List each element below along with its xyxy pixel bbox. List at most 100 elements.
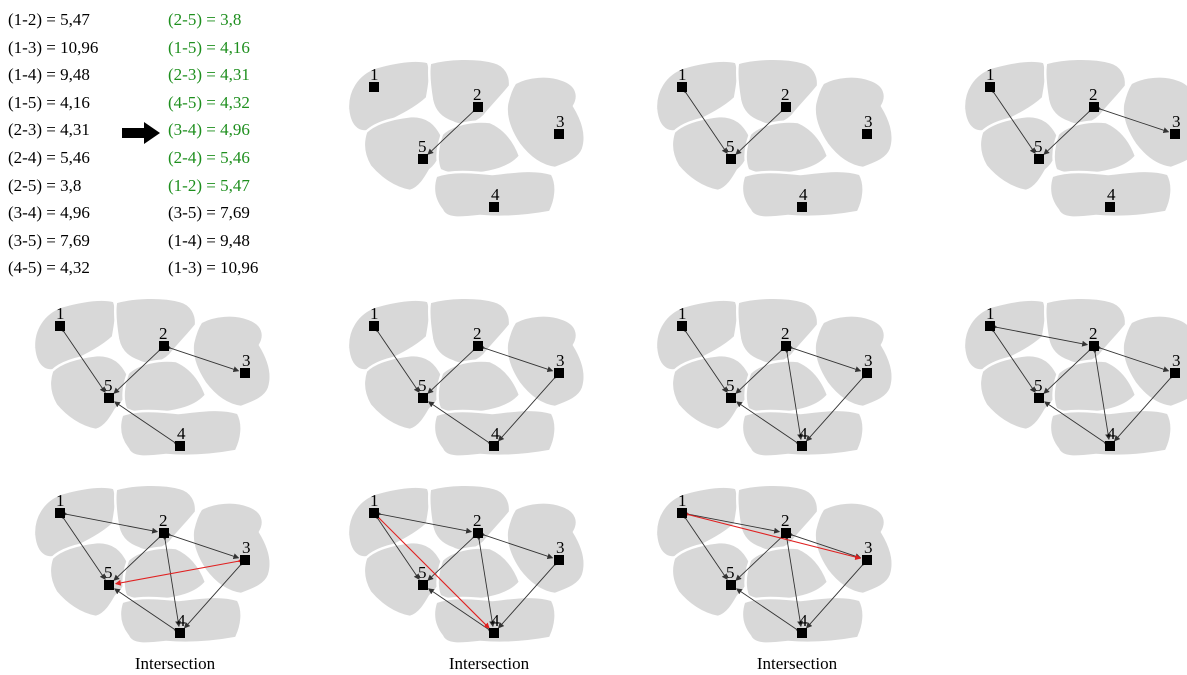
graph-node	[489, 202, 499, 212]
graph-node	[862, 555, 872, 565]
graph-edge	[1043, 106, 1095, 155]
graph-node	[369, 508, 379, 518]
node-label: 2	[1089, 324, 1098, 343]
right-arrow-icon	[122, 122, 160, 144]
graph-edge	[805, 372, 868, 442]
graph-node	[240, 368, 250, 378]
edge-weight-item: (2-4) = 5,46	[8, 147, 90, 167]
sorted-edge-accepted: (1-5) = 4,16	[168, 37, 250, 57]
graph-node	[781, 102, 791, 112]
sorted-edge-accepted: (2-5) = 3,8	[168, 10, 242, 29]
node-label: 1	[370, 65, 379, 84]
map-region	[432, 169, 557, 219]
node-label: 1	[986, 65, 995, 84]
graph-edge	[478, 530, 554, 560]
graph-node	[418, 580, 428, 590]
graph-node	[240, 555, 250, 565]
node-label: 2	[781, 85, 790, 104]
graph-node	[862, 129, 872, 139]
node-label: 3	[242, 538, 251, 557]
graph-edge	[164, 343, 240, 373]
graph-node	[1089, 341, 1099, 351]
graph-node	[1170, 368, 1180, 378]
graph-edge	[1113, 372, 1176, 442]
node-label: 4	[177, 611, 186, 630]
map-region	[1052, 359, 1138, 416]
edge-list-original: (1-2) = 5,47(1-3) = 10,96(1-4) = 9,48(1-…	[8, 6, 98, 282]
map-region	[362, 353, 444, 432]
graph-edge	[1043, 345, 1095, 394]
graph-node	[797, 202, 807, 212]
map-region	[670, 114, 752, 193]
graph-edge	[372, 325, 420, 394]
node-label: 3	[556, 351, 565, 370]
graph-node	[159, 528, 169, 538]
graph-edge	[61, 510, 159, 534]
node-label: 3	[1172, 112, 1181, 131]
graph-edge	[991, 323, 1089, 347]
map-region	[122, 546, 208, 603]
graph-edge	[427, 106, 479, 155]
graph-node	[159, 341, 169, 351]
node-label: 2	[473, 85, 482, 104]
node-label: 5	[418, 563, 427, 582]
edge-weight-item: (1-2) = 5,47	[8, 10, 90, 29]
sorted-edge-rejected: (3-5) = 7,69	[168, 203, 250, 223]
sorted-edge-accepted: (2-3) = 4,31	[168, 65, 250, 85]
edge-weight-item: (1-4) = 9,48	[8, 65, 90, 85]
graph-edge	[113, 401, 181, 448]
graph-edge	[735, 345, 787, 394]
node-label: 1	[56, 304, 65, 323]
node-label: 1	[678, 491, 687, 510]
node-label: 5	[104, 563, 113, 582]
step-caption: Intersection	[448, 654, 530, 673]
edge-weight-item: (4-5) = 4,32	[8, 258, 90, 278]
graph-node	[677, 508, 687, 518]
graph-node	[985, 82, 995, 92]
graph-node	[677, 321, 687, 331]
node-label: 1	[678, 304, 687, 323]
node-label: 2	[473, 324, 482, 343]
edge-weight-item: (3-5) = 7,69	[8, 230, 90, 250]
node-label: 5	[418, 137, 427, 156]
sorted-edge-rejected: (1-4) = 9,48	[168, 230, 250, 250]
graph-edge	[1094, 343, 1170, 373]
node-label: 1	[370, 491, 379, 510]
graph-node	[55, 508, 65, 518]
sorted-edge-rejected: (1-3) = 10,96	[168, 258, 259, 278]
node-label: 5	[104, 376, 113, 395]
node-label: 3	[556, 538, 565, 557]
map-region	[813, 75, 895, 170]
map-region	[744, 120, 830, 177]
graph-node	[1170, 129, 1180, 139]
graph-edge	[735, 106, 787, 155]
map-region	[505, 75, 587, 170]
node-label: 4	[1107, 424, 1116, 443]
graph-node	[369, 82, 379, 92]
map-region	[122, 359, 208, 416]
node-label: 2	[473, 511, 482, 530]
graph-edge	[783, 347, 804, 441]
graph-node	[781, 528, 791, 538]
sorted-edge-accepted: (3-4) = 4,96	[168, 120, 250, 140]
graph-node	[369, 321, 379, 331]
graph-edge	[680, 86, 728, 155]
graph-node	[473, 102, 483, 112]
graph-node	[1105, 202, 1115, 212]
graph-node	[1034, 393, 1044, 403]
node-label: 3	[556, 112, 565, 131]
node-label: 2	[781, 324, 790, 343]
map-region	[362, 114, 444, 193]
graph-edge	[786, 343, 862, 373]
graph-node	[489, 441, 499, 451]
node-label: 2	[1089, 85, 1098, 104]
node-label: 5	[726, 376, 735, 395]
